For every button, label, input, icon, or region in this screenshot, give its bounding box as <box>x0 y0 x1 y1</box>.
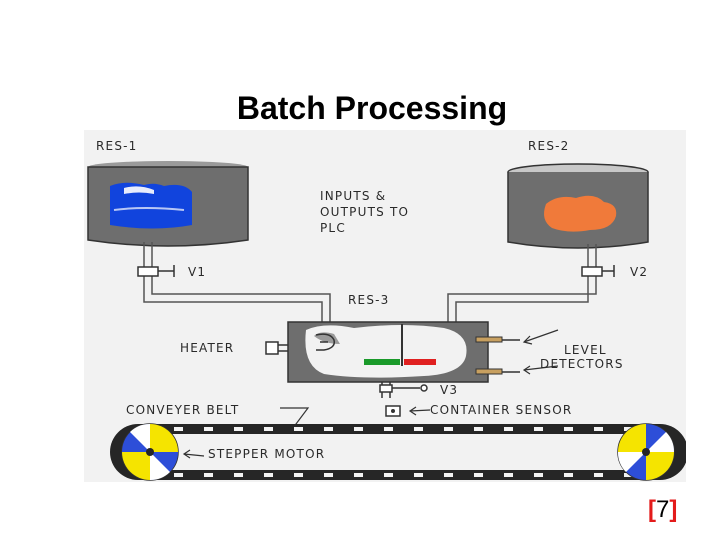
valve-v2 <box>581 265 615 277</box>
heater-element <box>265 341 288 355</box>
citation-reference: [7] <box>648 496 678 523</box>
level-detector-bottom <box>475 368 520 375</box>
valve-v1 <box>137 265 175 277</box>
drain-pipe <box>379 382 428 398</box>
batch-process-diagram: RES-1 RES-2 V1 V2 INPUTS & OUTPUTS TO PL… <box>84 130 686 482</box>
citation-number: 7 <box>656 496 670 523</box>
conveyer-belt-label: CONVEYER BELT <box>126 403 239 417</box>
orange-liquid <box>544 195 617 232</box>
slide-title: Batch Processing <box>236 90 508 126</box>
conveyer-belt <box>110 424 686 480</box>
stepper-motor-pointer <box>182 449 205 459</box>
reservoir-1 <box>87 161 249 247</box>
reservoir-1-label: RES-1 <box>96 139 138 153</box>
stepper-motor-label: STEPPER MOTOR <box>208 447 325 461</box>
mixer-blade-green <box>364 359 400 365</box>
mixer-blade-red <box>404 359 436 365</box>
level-detector-arrows <box>522 329 559 375</box>
reservoir-2-label: RES-2 <box>528 139 570 153</box>
blue-liquid <box>110 182 192 229</box>
valve-v2-label: V2 <box>630 265 648 279</box>
level-detectors-label: LEVEL DETECTORS <box>540 343 624 371</box>
reservoir-3 <box>287 321 489 383</box>
valve-v1-label: V1 <box>188 265 206 279</box>
container-sensor <box>385 405 431 417</box>
idler-wheel <box>617 423 675 481</box>
io-plc-label: INPUTS & OUTPUTS TO PLC <box>320 189 414 235</box>
level-detector-top <box>475 336 520 343</box>
reservoir-3-label: RES-3 <box>348 293 390 307</box>
heater-label: HEATER <box>180 341 234 355</box>
valve-v3-label: V3 <box>440 383 458 397</box>
reservoir-2 <box>507 163 649 249</box>
container-sensor-label: CONTAINER SENSOR <box>430 403 572 417</box>
stepper-motor-wheel <box>121 423 179 481</box>
